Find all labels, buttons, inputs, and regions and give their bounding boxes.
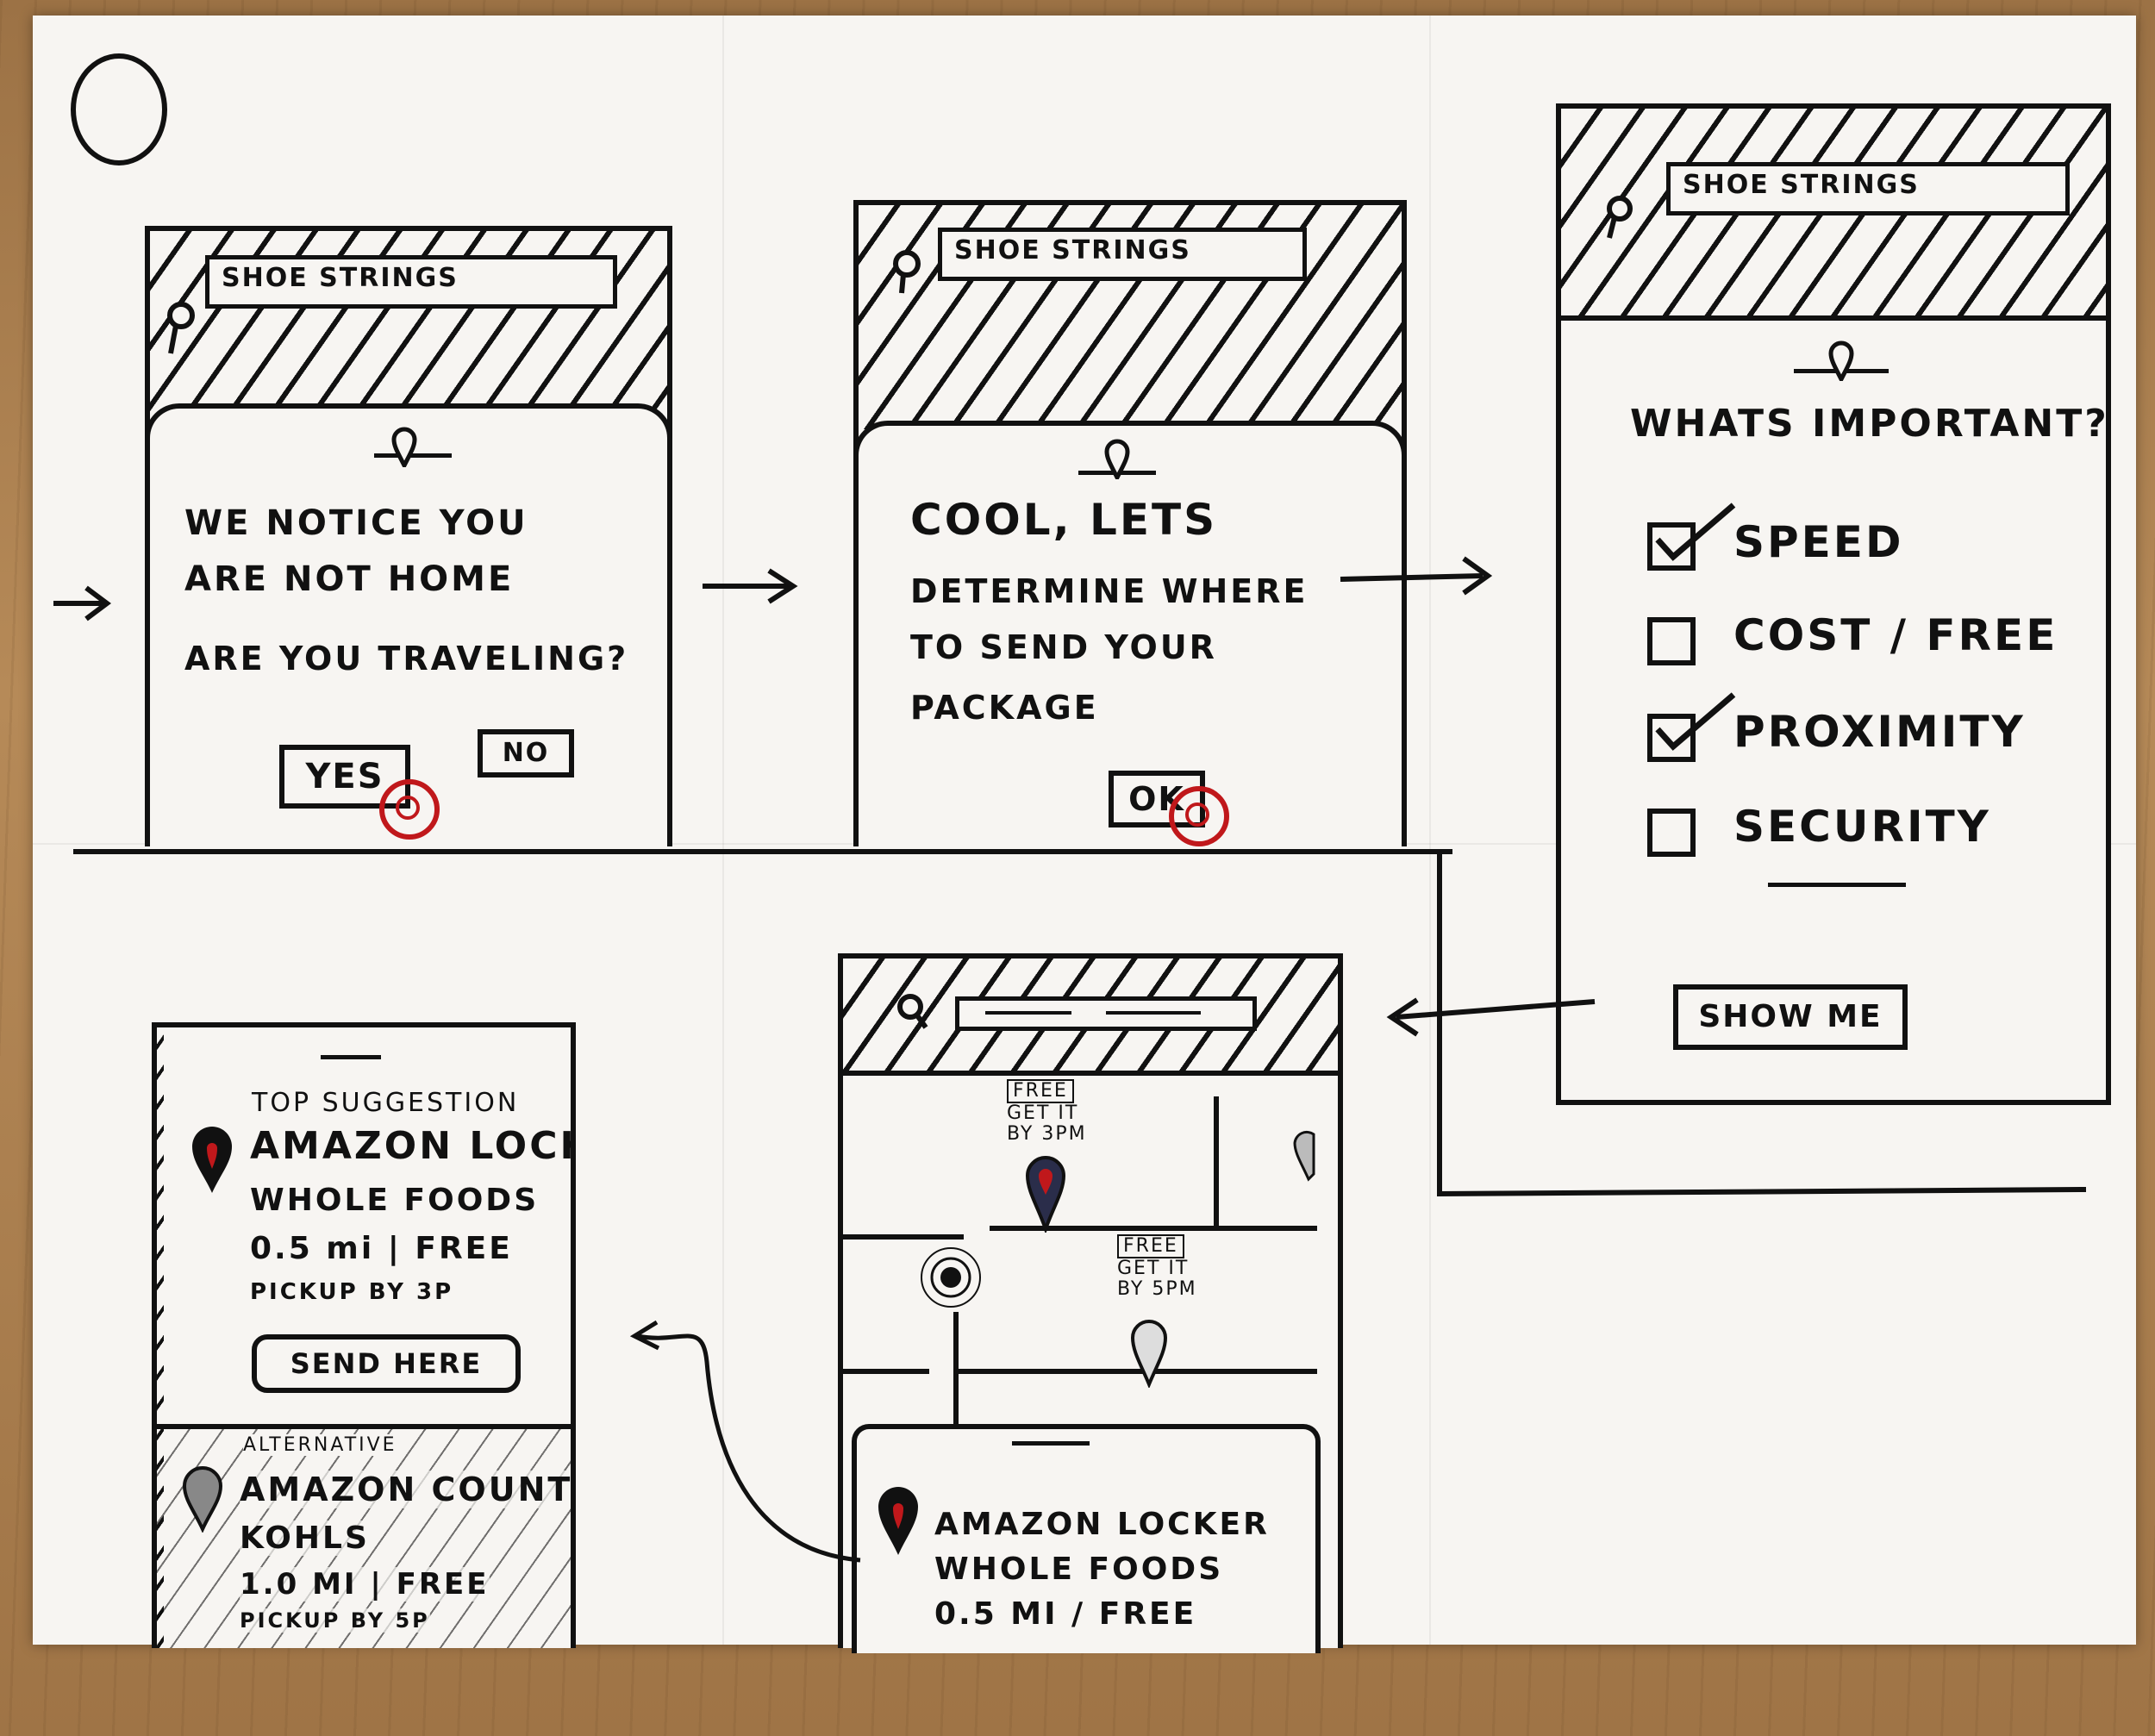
tap-indicator-icon <box>379 779 440 840</box>
map-road <box>953 1312 959 1527</box>
prompt-line-2: ARE NOT HOME <box>184 559 515 599</box>
send-here-button[interactable]: SEND HERE <box>252 1334 521 1393</box>
marker-label-2: FREE GET IT BY 5PM <box>1117 1234 1197 1300</box>
top-meta: 0.5 mi | FREE <box>250 1231 513 1266</box>
show-me-button[interactable]: SHOW ME <box>1673 984 1908 1050</box>
search-input[interactable] <box>955 996 1257 1031</box>
fold-line <box>1429 16 1431 1645</box>
location-pin-icon <box>1828 340 1854 381</box>
panel-determine-location: SHOE STRINGS COOL, LETS DETERMINE WHERE … <box>853 200 1407 846</box>
alt-pickup: PICKUP BY 5P <box>240 1608 430 1633</box>
map-road <box>843 1234 964 1240</box>
search-input[interactable]: SHOE STRINGS <box>1666 162 2070 215</box>
search-icon <box>893 250 921 294</box>
header-divider <box>1561 315 2106 321</box>
map-pin-icon[interactable] <box>1283 1122 1317 1183</box>
prompt-line-1: WE NOTICE YOU <box>184 503 528 543</box>
card-place: WHOLE FOODS <box>934 1552 1224 1587</box>
option-label: SPEED <box>1733 517 1904 567</box>
alt-place: KOHLS <box>240 1521 370 1556</box>
bottom-sheet: WE NOTICE YOU ARE NOT HOME ARE YOU TRAVE… <box>145 403 672 846</box>
bottom-sheet: COOL, LETS DETERMINE WHERE TO SEND YOUR … <box>853 421 1407 846</box>
card-title: AMAZON LOCKER <box>934 1507 1270 1542</box>
alternative-card[interactable]: ALTERNATIVE AMAZON COUNTER KOHLS 1.0 MI … <box>157 1429 571 1648</box>
tap-indicator-icon <box>1169 786 1229 846</box>
checkmark-icon <box>1655 503 1736 561</box>
search-input[interactable]: SHOE STRINGS <box>938 228 1307 281</box>
free-tag: FREE <box>1007 1079 1074 1103</box>
map-pin-icon[interactable] <box>1024 1146 1067 1233</box>
checkbox-proximity[interactable] <box>1647 714 1696 762</box>
alternative-label: ALTERNATIVE <box>243 1434 397 1456</box>
map-pin-icon[interactable] <box>1127 1310 1171 1388</box>
location-pin-icon <box>391 427 417 467</box>
search-input[interactable]: SHOE STRINGS <box>205 255 617 309</box>
top-suggestion-card[interactable]: TOP SUGGESTION AMAZON LOCKER WHOLE FOODS… <box>157 1027 571 1424</box>
location-pin-icon <box>1104 439 1130 479</box>
question-heading: WHATS IMPORTANT? <box>1630 402 2109 446</box>
current-location-icon <box>921 1247 981 1308</box>
top-pickup: PICKUP BY 3P <box>250 1279 454 1305</box>
fold-line <box>722 16 724 1645</box>
search-icon <box>167 302 195 354</box>
option-label: SECURITY <box>1733 802 1991 852</box>
free-tag: FREE <box>1117 1234 1184 1258</box>
header-divider <box>843 1071 1338 1076</box>
alt-meta: 1.0 MI | FREE <box>240 1567 490 1602</box>
checkbox-speed[interactable] <box>1647 522 1696 571</box>
map-pin-icon <box>182 1466 223 1533</box>
marker-line: GET IT <box>1007 1102 1079 1124</box>
panel-travel-prompt: SHOE STRINGS WE NOTICE YOU ARE NOT HOME … <box>145 226 672 846</box>
map-road <box>843 1369 929 1374</box>
marker-line: BY 3PM <box>1007 1123 1087 1145</box>
map-road <box>955 1369 1317 1374</box>
map-road <box>1214 1096 1219 1226</box>
checkbox-cost-free[interactable] <box>1647 617 1696 665</box>
card-divider <box>157 1424 571 1429</box>
prompt-line-4: PACKAGE <box>910 689 1099 727</box>
sheet-handle <box>1012 1441 1090 1446</box>
map-pin-icon <box>192 1127 232 1193</box>
map-road <box>990 1226 1317 1231</box>
checkmark-icon <box>1655 692 1736 751</box>
search-icon <box>897 994 928 1029</box>
checkbox-security[interactable] <box>1647 809 1696 857</box>
sheet-handle <box>374 453 452 458</box>
divider-line <box>1768 883 1906 887</box>
top-place: WHOLE FOODS <box>250 1183 540 1218</box>
location-card[interactable]: AMAZON LOCKER WHOLE FOODS 0.5 MI / FREE <box>852 1424 1321 1653</box>
marker-label-1: FREE GET IT BY 3PM <box>1007 1079 1087 1145</box>
row-divider <box>73 849 1452 854</box>
map-pin-icon <box>878 1487 918 1555</box>
no-button[interactable]: NO <box>478 729 574 777</box>
option-label: PROXIMITY <box>1733 707 2026 757</box>
sheet-handle <box>321 1055 381 1059</box>
prompt-line-3: ARE YOU TRAVELING? <box>184 640 629 678</box>
panel-preferences: SHOE STRINGS WHATS IMPORTANT? SPEED COST… <box>1556 103 2111 1105</box>
marker-line: GET IT <box>1117 1258 1190 1279</box>
card-meta: 0.5 MI / FREE <box>934 1596 1197 1632</box>
top-title: AMAZON LOCKER <box>250 1124 571 1168</box>
panel-suggestions: TOP SUGGESTION AMAZON LOCKER WHOLE FOODS… <box>152 1022 576 1648</box>
prompt-line-2: DETERMINE WHERE <box>910 572 1309 610</box>
search-icon <box>1607 196 1633 239</box>
panel-map: FREE GET IT BY 3PM FREE GET IT BY 5PM AM… <box>838 953 1343 1653</box>
prompt-line-3: TO SEND YOUR <box>910 628 1217 666</box>
marker-line: BY 5PM <box>1117 1278 1197 1300</box>
edge-hatch <box>157 1027 164 1648</box>
top-suggestion-label: TOP SUGGESTION <box>252 1088 520 1118</box>
option-label: COST / FREE <box>1733 610 2058 660</box>
prompt-line-1: COOL, LETS <box>910 495 1218 545</box>
alt-title: AMAZON COUNTER <box>240 1471 571 1508</box>
step-label: 0 <box>71 53 167 165</box>
